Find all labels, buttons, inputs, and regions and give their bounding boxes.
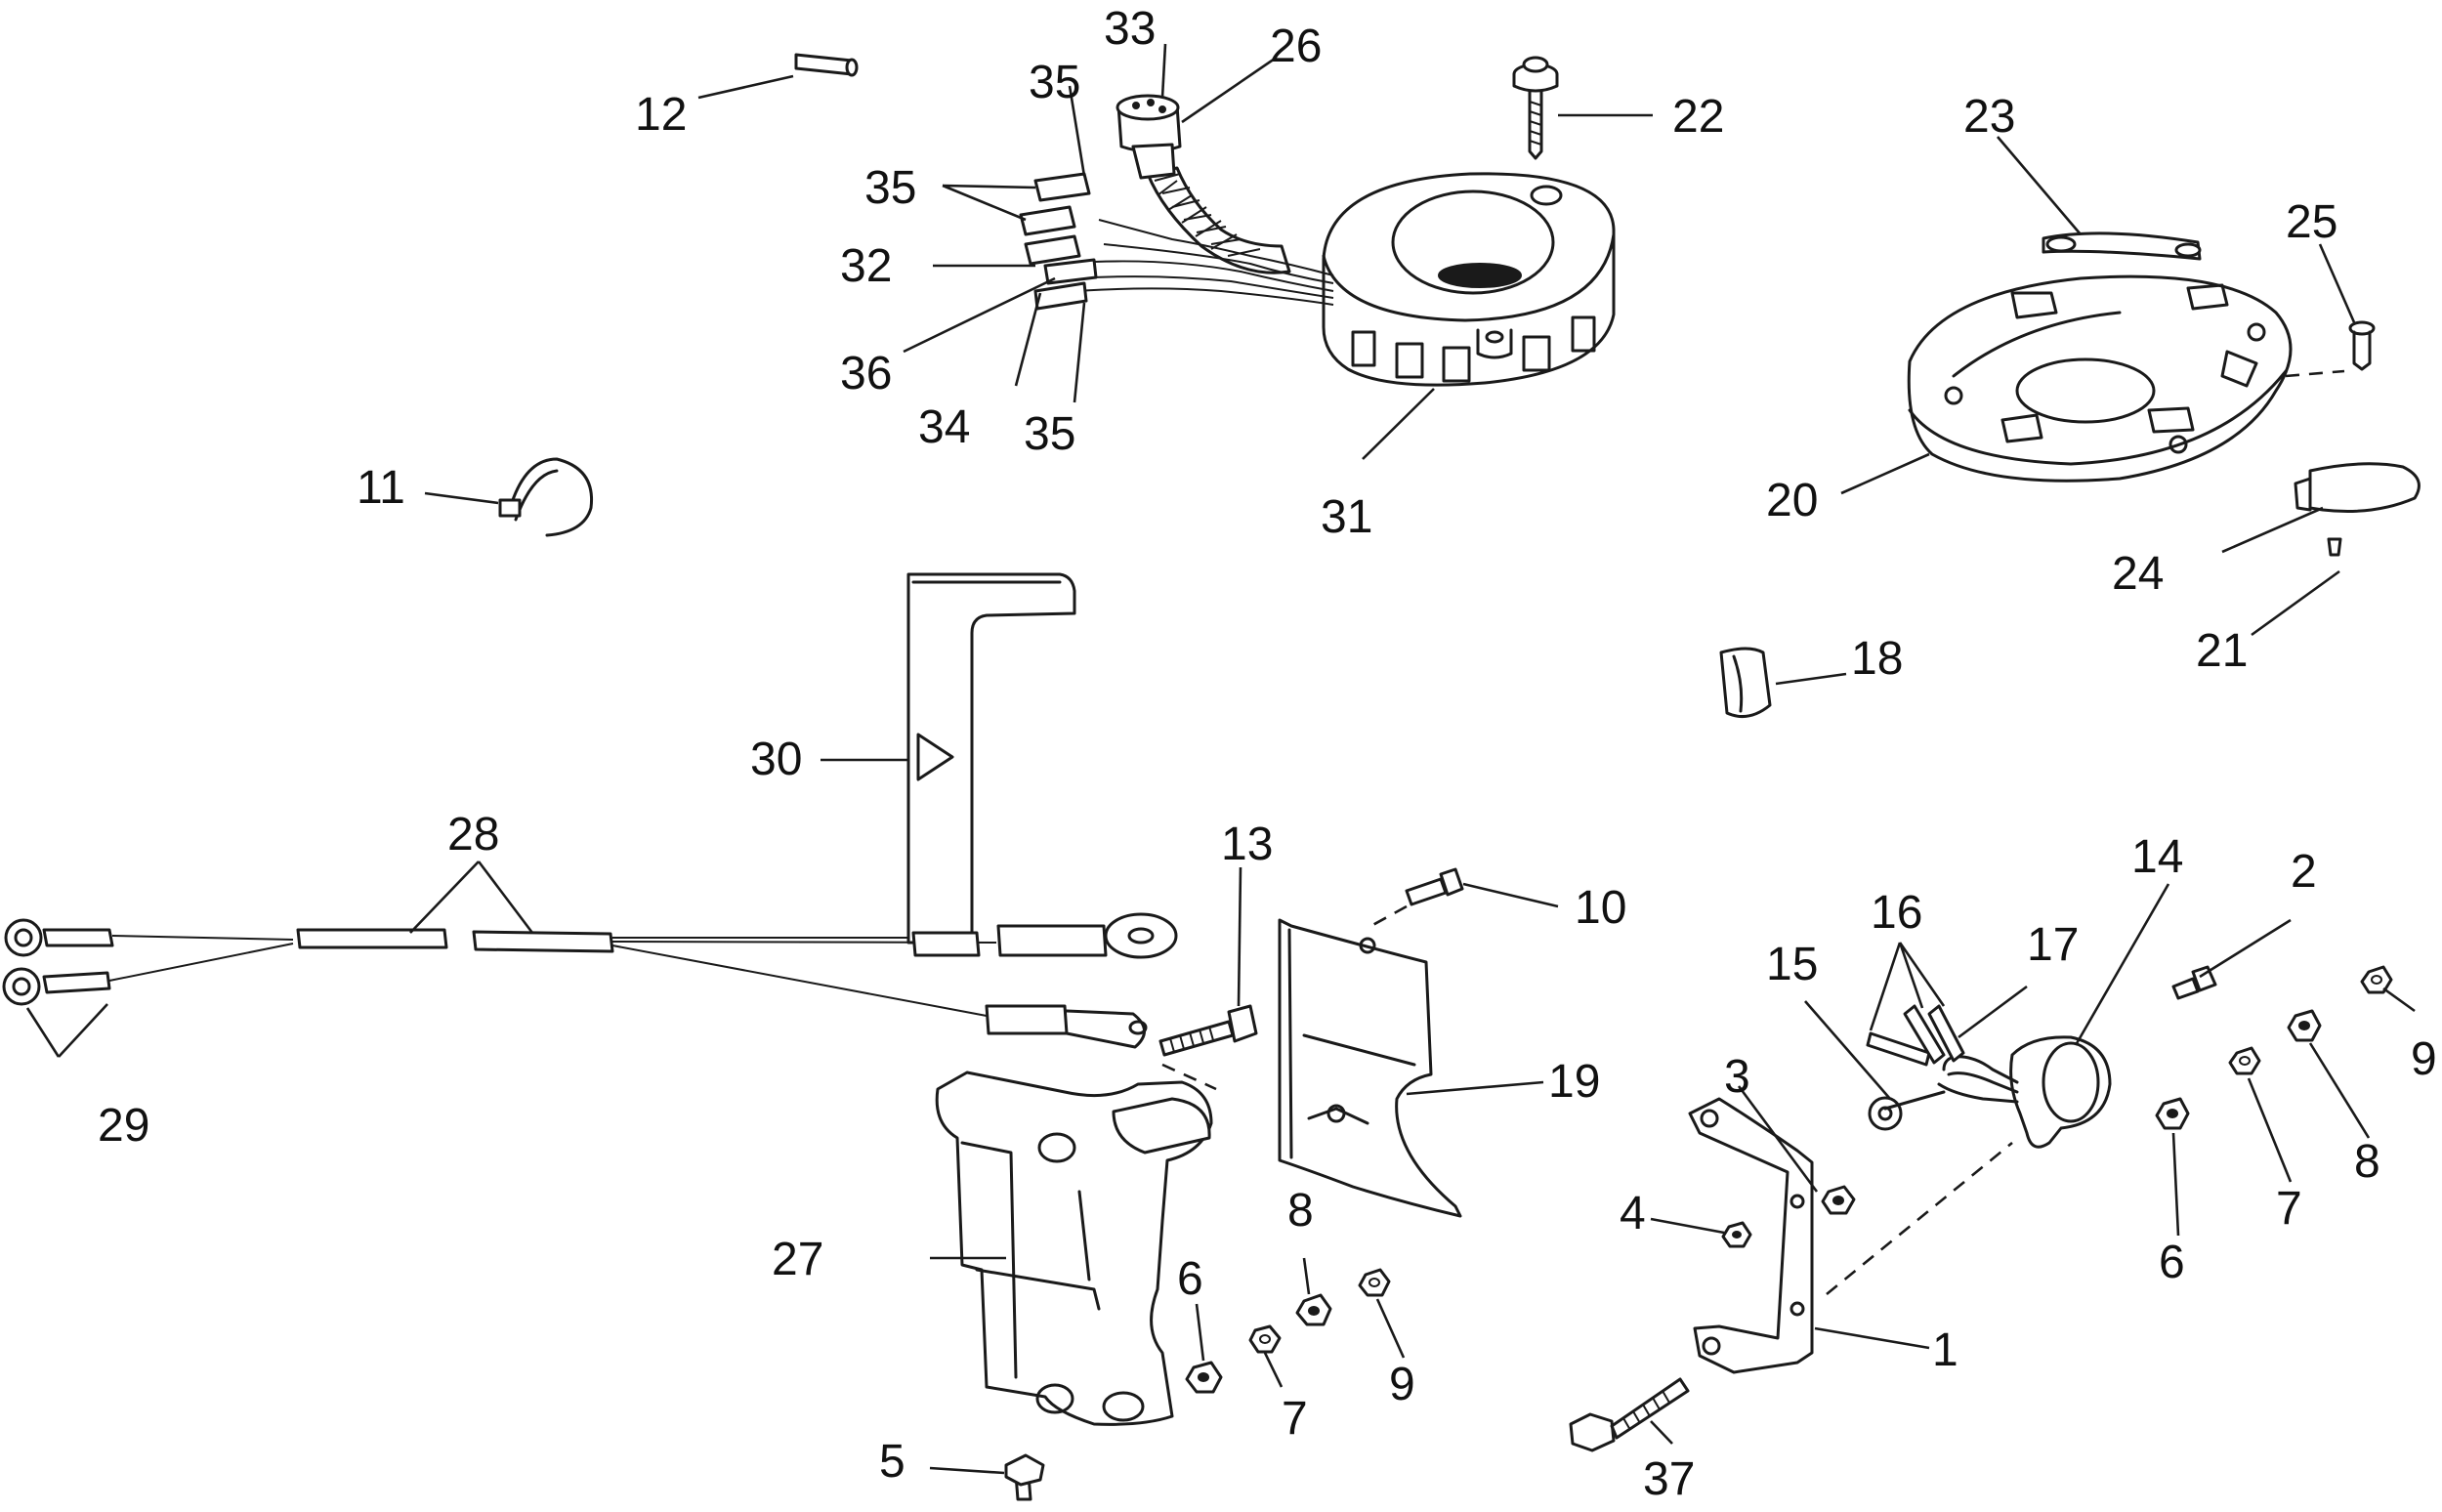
callout-32: 32	[840, 240, 892, 292]
callout-4: 4	[1620, 1188, 1646, 1239]
callout-30: 30	[750, 734, 802, 785]
bolt-part	[1158, 1004, 1258, 1091]
callout-14: 14	[2131, 831, 2183, 883]
callout-5: 5	[879, 1436, 905, 1488]
callout-7-center: 7	[1282, 1393, 1308, 1445]
callout-labels: 1 2 3 4 5 6 6 7 7 8 8 9 9 10 11 12 13 14…	[98, 3, 2437, 1505]
callout-15: 15	[1766, 939, 1818, 990]
mounting-bracket	[1688, 1097, 1814, 1374]
link-bar-part	[2042, 231, 2202, 261]
callout-24: 24	[2112, 548, 2164, 600]
callout-23: 23	[1963, 91, 2015, 143]
callout-9-center: 9	[1389, 1359, 1415, 1410]
clip-part	[1719, 647, 1772, 719]
callout-10: 10	[1575, 882, 1626, 934]
callout-3: 3	[1724, 1051, 1750, 1103]
callout-34: 34	[918, 401, 970, 453]
long-bolt	[1569, 1377, 1690, 1452]
callout-35-bottom: 35	[1024, 408, 1075, 460]
callout-11: 11	[357, 462, 405, 514]
callout-33: 33	[1104, 3, 1156, 55]
ignition-switch	[1826, 1004, 2112, 1296]
callout-6-center: 6	[1177, 1253, 1203, 1305]
callout-26: 26	[1270, 21, 1322, 72]
callout-36: 36	[840, 348, 892, 399]
pin-part	[794, 53, 859, 77]
callout-28: 28	[447, 809, 499, 861]
callout-6-right: 6	[2159, 1237, 2185, 1288]
callout-35-left: 35	[864, 162, 916, 214]
screw-part-top	[1512, 56, 1559, 160]
callout-25: 25	[2286, 196, 2337, 248]
callout-19: 19	[1548, 1056, 1600, 1108]
screw-part-tiny	[2327, 537, 2342, 557]
callout-1: 1	[1932, 1324, 1958, 1376]
cover-piece	[2294, 462, 2421, 513]
nuts-center	[1185, 1268, 1391, 1394]
callout-20: 20	[1766, 475, 1818, 526]
callout-29: 29	[98, 1100, 149, 1152]
callout-17: 17	[2027, 919, 2079, 971]
callout-21: 21	[2196, 625, 2248, 677]
armature-plate	[1907, 274, 2345, 483]
callout-12: 12	[635, 89, 687, 141]
screw-part-10	[1367, 867, 1464, 930]
callout-8-right: 8	[2354, 1136, 2380, 1188]
screw-part-small	[2348, 320, 2376, 371]
ignition-housing	[935, 1071, 1213, 1426]
stator-assembly	[1019, 94, 1616, 387]
callout-18: 18	[1851, 633, 1903, 685]
callout-9-right: 9	[2411, 1033, 2437, 1085]
leader-lines	[25, 43, 2416, 1475]
callout-16: 16	[1871, 887, 1922, 939]
callout-35-top: 35	[1029, 57, 1080, 108]
callout-37: 37	[1643, 1453, 1695, 1505]
clamp-part	[498, 457, 594, 537]
callout-27: 27	[772, 1234, 823, 1285]
wire-leads	[2, 912, 1178, 1049]
callout-2: 2	[2291, 846, 2317, 898]
bolt-part-5	[1004, 1453, 1045, 1501]
callout-31: 31	[1321, 491, 1372, 543]
callout-13: 13	[1221, 819, 1273, 870]
nuts-right	[1821, 965, 2393, 1215]
callout-7-right: 7	[2276, 1183, 2302, 1235]
bracket-plate	[1278, 918, 1462, 1218]
callout-22: 22	[1672, 91, 1724, 143]
connector-body	[906, 572, 1076, 947]
callout-8-center: 8	[1287, 1185, 1314, 1237]
